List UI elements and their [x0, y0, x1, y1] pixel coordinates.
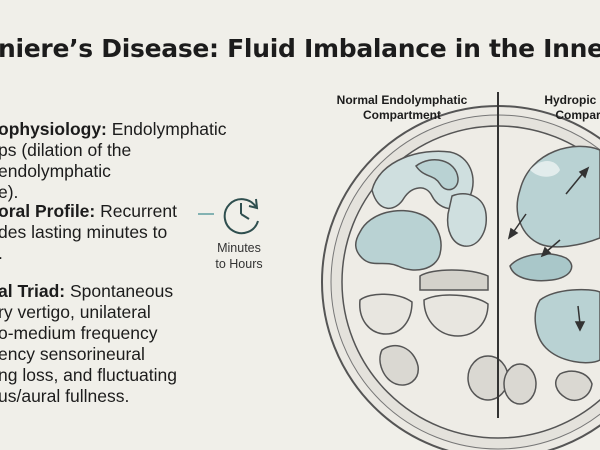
label-line: Hydropic (S [544, 93, 600, 107]
label-line: Normal Endolymphatic [337, 93, 468, 107]
label-line: Compartment [363, 108, 441, 122]
normal-compartment-label: Normal Endolymphatic Compartment [318, 93, 486, 123]
clock-caption-line: to Hours [215, 257, 262, 271]
label-line: Compar [555, 108, 600, 122]
clock-caption-line: Minutes [217, 241, 261, 255]
hydropic-compartment-label: Hydropic (S Compar [528, 93, 600, 123]
clock-icon [198, 199, 258, 233]
clock-caption: Minutes to Hours [213, 240, 265, 272]
